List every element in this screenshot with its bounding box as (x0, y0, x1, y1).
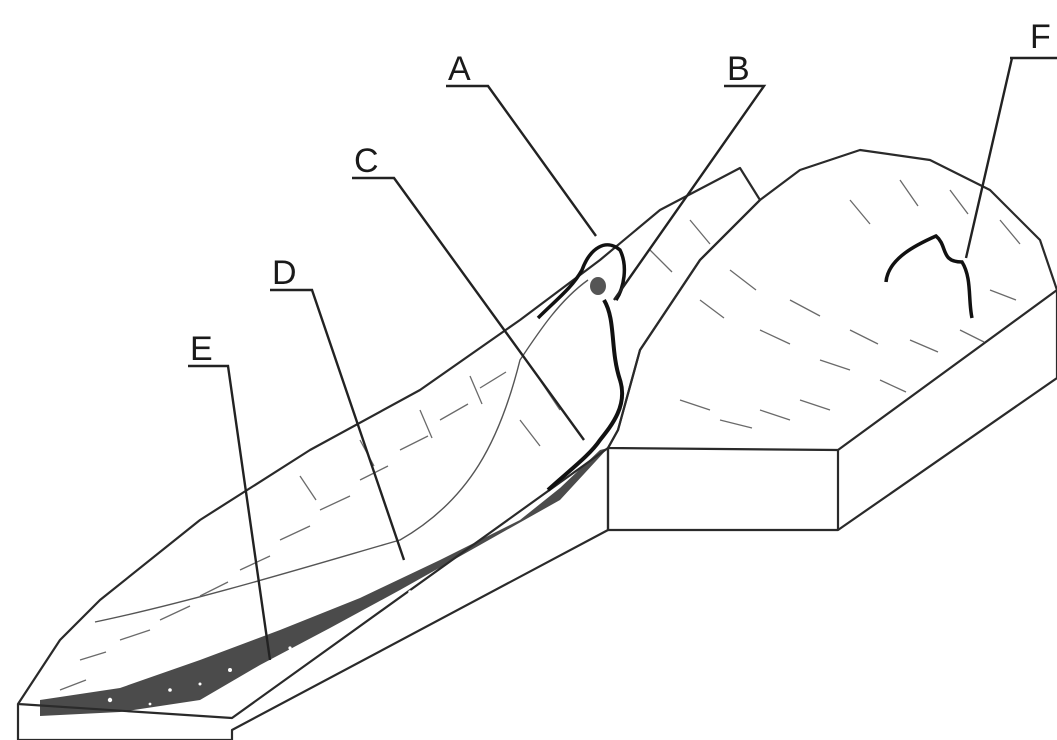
label-f: F (1030, 18, 1051, 56)
label-a: A (448, 50, 471, 88)
label-b: B (727, 50, 750, 88)
label-e: E (190, 330, 213, 368)
label-c: C (354, 142, 379, 180)
label-d: D (272, 254, 297, 292)
